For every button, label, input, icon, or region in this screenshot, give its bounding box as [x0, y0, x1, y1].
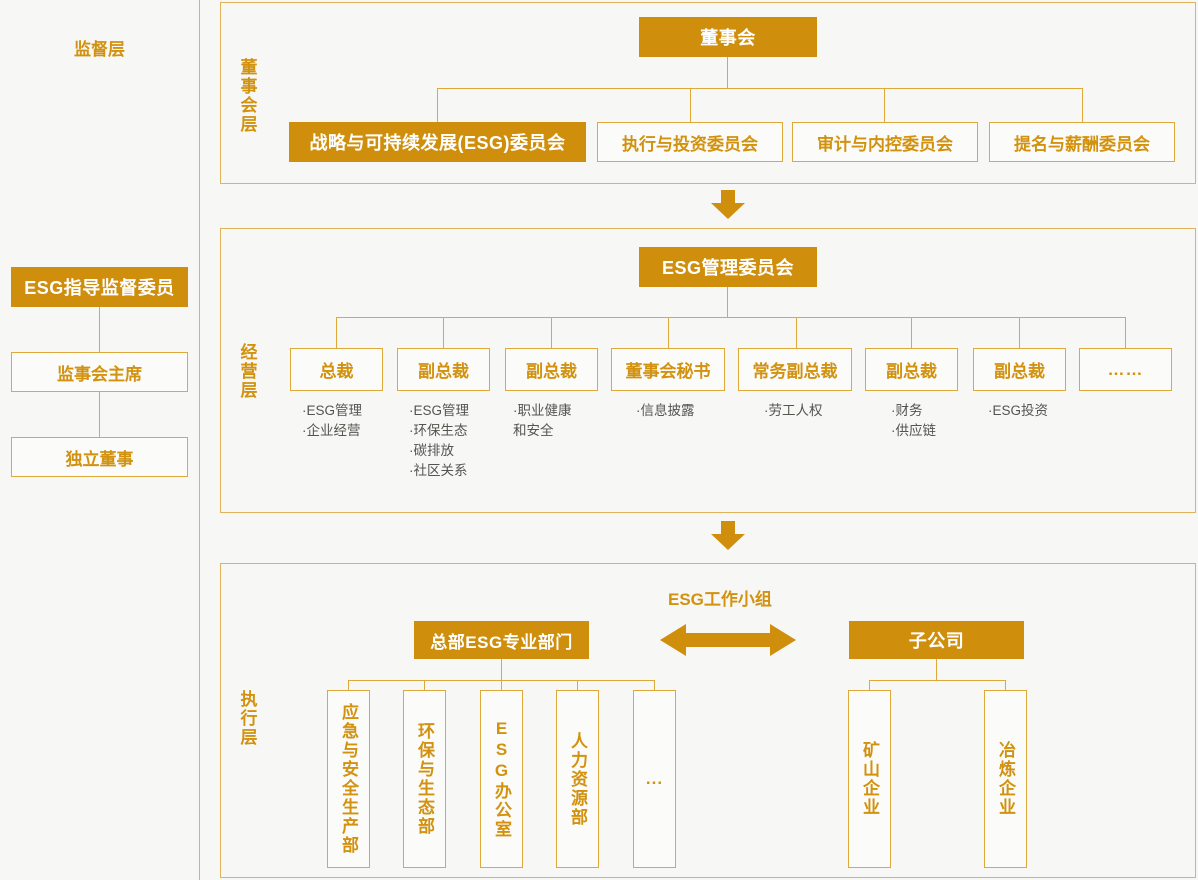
- connector-mgmt-drop-4: [668, 317, 669, 348]
- connector-hq-stem: [501, 659, 502, 680]
- duty-item: 和安全: [513, 423, 554, 438]
- connector-hq-drop-5: [654, 680, 655, 690]
- node-role-board-secretary[interactable]: 董事会秘书: [611, 348, 725, 391]
- connector-mgmt-drop-5: [796, 317, 797, 348]
- node-label: 环保与生态部: [415, 722, 434, 836]
- duty-item: ·ESG管理: [409, 403, 470, 418]
- connector-mgmt-drop-1: [336, 317, 337, 348]
- arrow-down-icon: [711, 190, 745, 219]
- node-label: ESG办公室: [492, 719, 511, 839]
- board-layer-label: 董事会层: [240, 58, 258, 134]
- node-headquarters-esg-department[interactable]: 总部ESG专业部门: [414, 621, 589, 659]
- node-label: 应急与安全生产部: [339, 703, 358, 855]
- duty-item: ·职业健康: [513, 403, 572, 418]
- arrow-down-icon: [711, 521, 745, 550]
- node-role-more[interactable]: ……: [1079, 348, 1172, 391]
- connector-hq-drop-2: [424, 680, 425, 690]
- connector-mgmt-drop-6: [911, 317, 912, 348]
- connector-sub-bus: [869, 680, 1005, 681]
- node-dept-emergency-safety[interactable]: 应急与安全生产部: [327, 690, 370, 868]
- node-role-vice-president-4[interactable]: 副总裁: [973, 348, 1066, 391]
- duty-item: ·环保生态: [409, 423, 468, 438]
- connector-mgmt-drop-8: [1125, 317, 1126, 348]
- duty-item: ·企业经营: [302, 423, 361, 438]
- duties-board-secretary: ·信息披露: [636, 401, 695, 421]
- connector-board-bus: [437, 88, 1083, 89]
- node-committee-exec-investment[interactable]: 执行与投资委员会: [597, 122, 783, 162]
- supervision-panel-title: 监督层: [74, 40, 125, 59]
- node-role-executive-vice-president[interactable]: 常务副总裁: [738, 348, 852, 391]
- connector-mgmt-bus: [336, 317, 1125, 318]
- connector-sub-stem: [936, 659, 937, 680]
- connector-hq-drop-4: [577, 680, 578, 690]
- node-role-vice-president-1[interactable]: 副总裁: [397, 348, 490, 391]
- esg-working-group-title: ESG工作小组: [668, 590, 772, 609]
- node-dept-human-resources[interactable]: 人力资源部: [556, 690, 599, 868]
- connector-board-drop-4: [1082, 88, 1083, 122]
- node-subsidiary-smelting[interactable]: 冶炼企业: [984, 690, 1027, 868]
- duties-vice-president-1: ·ESG管理 ·环保生态 ·碳排放 ·社区关系: [409, 401, 469, 481]
- duty-item: ·社区关系: [409, 463, 468, 478]
- node-role-vice-president-2[interactable]: 副总裁: [505, 348, 598, 391]
- connector-mgmt-drop-7: [1019, 317, 1020, 348]
- node-role-vice-president-3[interactable]: 副总裁: [865, 348, 958, 391]
- duty-item: ·供应链: [891, 423, 936, 438]
- node-subsidiary[interactable]: 子公司: [849, 621, 1024, 659]
- duty-item: ·财务: [891, 403, 923, 418]
- connector-sub-drop-1: [869, 680, 870, 690]
- connector-mgmt-drop-3: [551, 317, 552, 348]
- node-supervisory-board-chair[interactable]: 监事会主席: [11, 352, 188, 392]
- duties-vice-president-2: ·职业健康 和安全: [513, 401, 572, 441]
- node-subsidiary-mining[interactable]: 矿山企业: [848, 690, 891, 868]
- duty-item: ·ESG管理: [302, 403, 363, 418]
- connector-supervision-2: [99, 392, 100, 437]
- connector-sub-drop-2: [1005, 680, 1006, 690]
- node-board-of-directors[interactable]: 董事会: [639, 17, 817, 57]
- connector-mgmt-drop-2: [443, 317, 444, 348]
- management-layer-label: 经营层: [240, 343, 258, 400]
- node-label: ...: [645, 769, 664, 788]
- node-committee-audit-internal-control[interactable]: 审计与内控委员会: [792, 122, 978, 162]
- node-label: 矿山企业: [860, 741, 879, 817]
- arrow-left-right-icon: [660, 624, 796, 656]
- node-label: 冶炼企业: [996, 741, 1015, 817]
- connector-board-drop-1: [437, 88, 438, 122]
- connector-hq-drop-1: [348, 680, 349, 690]
- duty-item: ·ESG投资: [988, 403, 1049, 418]
- duty-item: ·劳工人权: [764, 403, 823, 418]
- connector-mgmt-stem: [727, 287, 728, 317]
- duties-vice-president-4: ·ESG投资: [988, 401, 1048, 421]
- node-dept-more[interactable]: ...: [633, 690, 676, 868]
- duty-item: ·信息披露: [636, 403, 695, 418]
- duties-executive-vice-president: ·劳工人权: [764, 401, 823, 421]
- node-dept-esg-office[interactable]: ESG办公室: [480, 690, 523, 868]
- duty-item: ·碳排放: [409, 443, 454, 458]
- node-label: 人力资源部: [568, 731, 587, 827]
- connector-board-stem: [727, 57, 728, 88]
- node-esg-management-committee[interactable]: ESG管理委员会: [639, 247, 817, 287]
- execution-layer-label: 执行层: [240, 690, 258, 747]
- node-role-president[interactable]: 总裁: [290, 348, 383, 391]
- connector-supervision-1: [99, 307, 100, 352]
- node-independent-director[interactable]: 独立董事: [11, 437, 188, 477]
- node-esg-supervision-committee[interactable]: ESG指导监督委员: [11, 267, 188, 307]
- node-committee-strategy-esg[interactable]: 战略与可持续发展(ESG)委员会: [289, 122, 586, 162]
- node-dept-environment-ecology[interactable]: 环保与生态部: [403, 690, 446, 868]
- connector-board-drop-2: [690, 88, 691, 122]
- connector-board-drop-3: [884, 88, 885, 122]
- execution-layer-panel: [220, 563, 1196, 878]
- node-committee-nomination-remuneration[interactable]: 提名与薪酬委员会: [989, 122, 1175, 162]
- duties-vice-president-3: ·财务 ·供应链: [891, 401, 936, 441]
- connector-hq-drop-3: [501, 680, 502, 690]
- duties-president: ·ESG管理 ·企业经营: [302, 401, 362, 441]
